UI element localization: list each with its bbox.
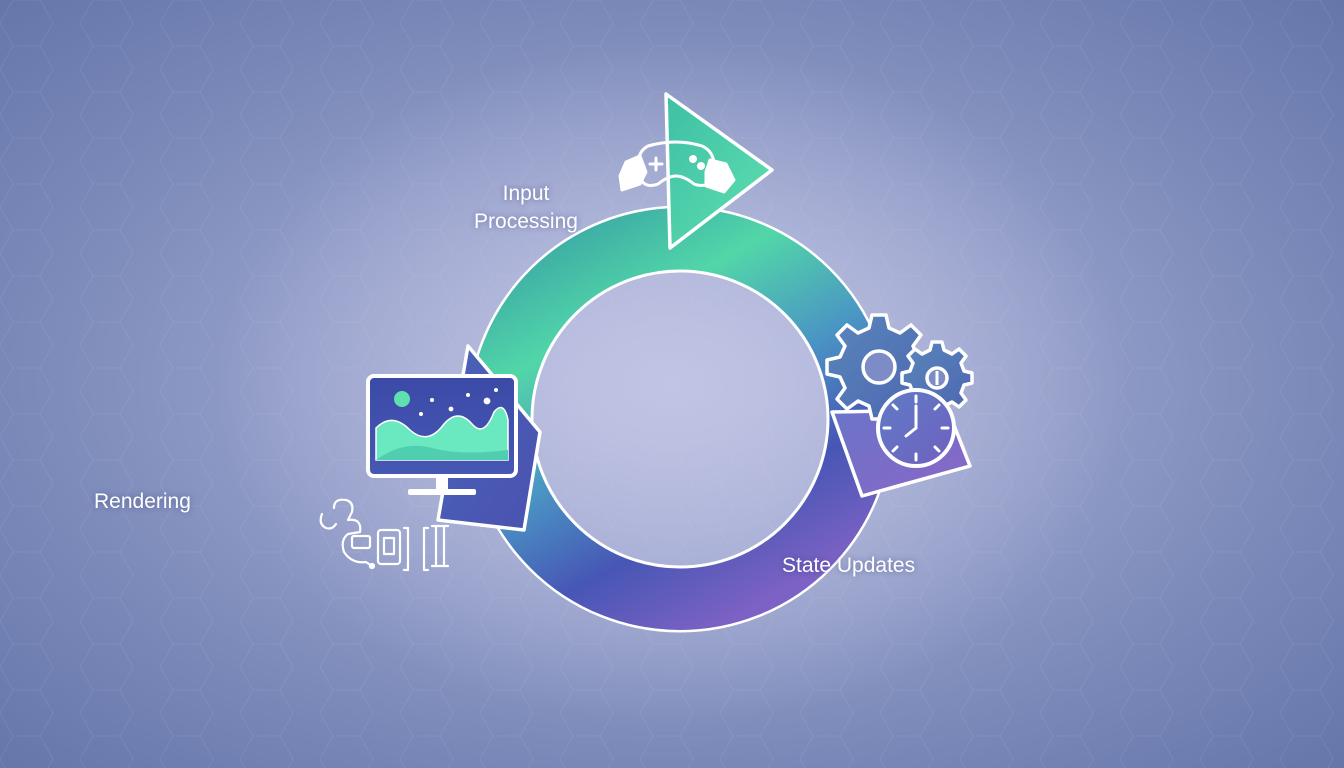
stage-label-state-updates: State Updates (782, 554, 916, 577)
sketch-doodle-icon (319, 498, 450, 572)
stage-label-input-line2: Processing (474, 210, 578, 233)
background-glow (212, 44, 1132, 724)
stage-label-rendering: Rendering (94, 490, 191, 513)
gears-clock-icon (825, 313, 974, 468)
gamepad-hands-icon (618, 140, 736, 194)
stage-label-input-processing: Input Processing (462, 180, 590, 236)
stage-label-input-line1: Input (502, 182, 550, 205)
monitor-landscape-icon (366, 374, 518, 495)
